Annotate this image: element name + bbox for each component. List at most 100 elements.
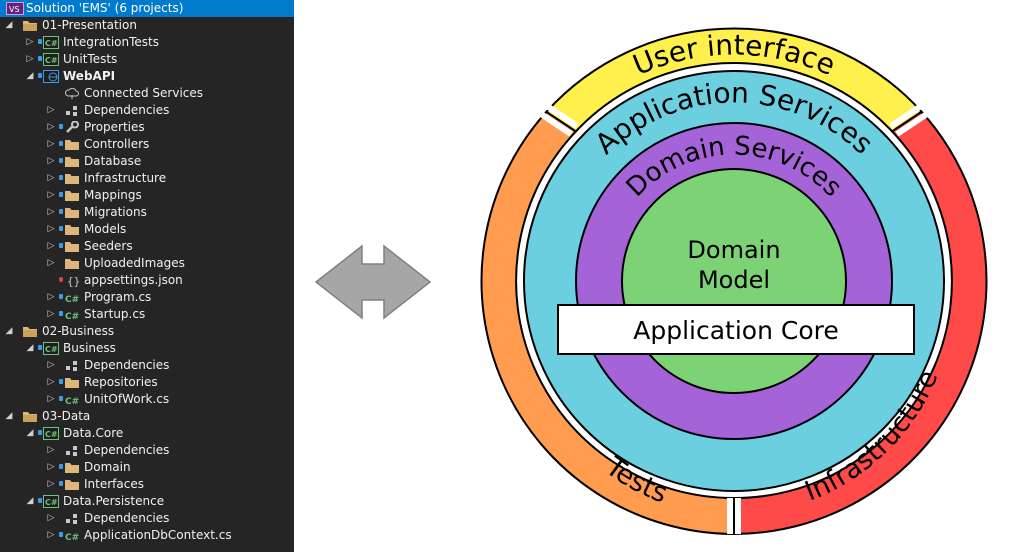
expand-arrow-icon[interactable]: ▷: [47, 139, 55, 149]
wrench-icon: [64, 120, 80, 134]
expand-arrow-icon[interactable]: ▷: [47, 292, 55, 302]
tree-item-label: Domain: [84, 460, 131, 474]
svg-text:C#: C#: [45, 498, 58, 507]
tree-item[interactable]: ▷C#UnitTests: [0, 51, 294, 68]
collapse-arrow-icon[interactable]: ◢: [5, 20, 13, 30]
expand-arrow-icon[interactable]: ▷: [47, 156, 55, 166]
tree-item-label: Database: [84, 154, 142, 168]
tree-item-label: Dependencies: [84, 511, 170, 525]
expand-arrow-icon[interactable]: ▷: [47, 241, 55, 251]
source-control-lock-icon: [59, 396, 63, 401]
tree-item[interactable]: ▷C#Program.cs: [0, 289, 294, 306]
dependencies-icon: [64, 444, 80, 457]
folder-icon: [64, 478, 80, 491]
tree-item-label: Data.Persistence: [63, 494, 165, 508]
tree-item-label: appsettings.json: [84, 273, 183, 287]
application-core-box: [557, 304, 915, 355]
tree-item[interactable]: ▷Infrastructure: [0, 170, 294, 187]
tree-item-label: UnitOfWork.cs: [84, 392, 170, 406]
expand-arrow-icon[interactable]: ▷: [47, 190, 55, 200]
expand-arrow-icon[interactable]: ▷: [47, 309, 55, 319]
expand-arrow-icon[interactable]: ▷: [47, 122, 55, 132]
expand-arrow-icon[interactable]: ▷: [26, 54, 34, 64]
collapse-arrow-icon[interactable]: ◢: [26, 71, 34, 81]
collapse-arrow-icon[interactable]: ◢: [5, 411, 13, 421]
expand-arrow-icon[interactable]: ▷: [47, 360, 55, 370]
tree-item[interactable]: ▷ Properties: [0, 119, 294, 136]
tree-item-label: Properties: [84, 120, 145, 134]
csharp-project-icon: C#: [43, 36, 59, 49]
tree-item[interactable]: ▷ Migrations: [0, 204, 294, 221]
csharp-file-icon: C#: [64, 308, 80, 322]
tree-item[interactable]: ▷ Dependencies: [0, 442, 294, 459]
expand-arrow-icon[interactable]: ▷: [47, 207, 55, 217]
source-control-lock-icon: [59, 158, 63, 163]
expand-arrow-icon[interactable]: ▷: [47, 377, 55, 387]
tree-item[interactable]: ▷ Dependencies: [0, 357, 294, 374]
expand-arrow-icon[interactable]: ▷: [47, 445, 55, 455]
folder-icon: [64, 206, 80, 219]
tree-item-label: Program.cs: [84, 290, 152, 304]
tree-item[interactable]: ▷Repositories: [0, 374, 294, 391]
tree-item[interactable]: ▷UploadedImages: [0, 255, 294, 272]
tree-item[interactable]: Connected Services: [0, 85, 294, 102]
tree-item[interactable]: ▷ Domain: [0, 459, 294, 476]
svg-text:C#: C#: [65, 397, 79, 406]
folder-icon: [64, 257, 80, 270]
tree-item[interactable]: ▷ Dependencies: [0, 510, 294, 527]
collapse-arrow-icon[interactable]: ◢: [26, 428, 34, 438]
csharp-project-icon: C#: [43, 427, 59, 440]
tree-item[interactable]: ◢ C# Data.Persistence: [0, 493, 294, 510]
tree-item-label: Connected Services: [84, 86, 204, 100]
folder-icon: [64, 138, 80, 151]
expand-arrow-icon[interactable]: ▷: [47, 224, 55, 234]
tree-item[interactable]: ▷Interfaces: [0, 476, 294, 493]
folder-icon: [64, 223, 80, 236]
tree-item-label: Migrations: [84, 205, 147, 219]
tree-item-label: Dependencies: [84, 358, 170, 372]
folder-icon: [64, 189, 80, 202]
collapse-arrow-icon[interactable]: ◢: [26, 343, 34, 353]
solution-folder-icon: [22, 325, 38, 338]
tree-item[interactable]: ▷Controllers: [0, 136, 294, 153]
tree-item[interactable]: ◢03-Data: [0, 408, 294, 425]
tree-item-label: Models: [84, 222, 127, 236]
expand-arrow-icon[interactable]: ▷: [47, 173, 55, 183]
tree-item[interactable]: {} appsettings.json: [0, 272, 294, 289]
expand-arrow-icon[interactable]: ▷: [47, 394, 55, 404]
tree-item[interactable]: ◢ 01-Presentation: [0, 17, 294, 34]
tree-item[interactable]: ▷C#Startup.cs: [0, 306, 294, 323]
expand-arrow-icon[interactable]: ▷: [47, 258, 55, 268]
source-control-lock-icon: [38, 498, 42, 503]
source-control-lock-icon: [59, 481, 63, 486]
tree-item[interactable]: ▷ Dependencies: [0, 102, 294, 119]
tree-item[interactable]: ▷Mappings: [0, 187, 294, 204]
expand-arrow-icon[interactable]: ▷: [47, 479, 55, 489]
tree-item[interactable]: ◢02-Business: [0, 323, 294, 340]
source-control-lock-icon: [38, 39, 42, 44]
json-file-icon: {}: [64, 274, 80, 288]
expand-arrow-icon[interactable]: ▷: [47, 462, 55, 472]
expand-arrow-icon[interactable]: ▷: [47, 530, 55, 540]
tree-item[interactable]: ▷ C# UnitOfWork.cs: [0, 391, 294, 408]
tree-item-label: Dependencies: [84, 103, 170, 117]
tree-item[interactable]: ◢C#Business: [0, 340, 294, 357]
expand-arrow-icon[interactable]: ▷: [26, 37, 34, 47]
tree-item[interactable]: ▷C#IntegrationTests: [0, 34, 294, 51]
tree-item[interactable]: ▷ Database: [0, 153, 294, 170]
tree-item-label: 01-Presentation: [42, 18, 137, 32]
expand-arrow-icon[interactable]: ▷: [47, 513, 55, 523]
tree-item[interactable]: ▷ Models: [0, 221, 294, 238]
solution-root[interactable]: VS Solution 'EMS' (6 projects): [0, 0, 294, 17]
folder-icon: [64, 172, 80, 185]
svg-text:C#: C#: [45, 56, 58, 65]
tree-item[interactable]: ◢C#Data.Core: [0, 425, 294, 442]
tree-item[interactable]: ◢WebAPI: [0, 68, 294, 85]
expand-arrow-icon[interactable]: ▷: [47, 105, 55, 115]
tree-item[interactable]: ▷C#ApplicationDbContext.cs: [0, 527, 294, 544]
collapse-arrow-icon[interactable]: ◢: [5, 326, 13, 336]
svg-text:C#: C#: [65, 533, 79, 542]
tree-item-label: Dependencies: [84, 443, 170, 457]
collapse-arrow-icon[interactable]: ◢: [26, 496, 34, 506]
tree-item[interactable]: ▷Seeders: [0, 238, 294, 255]
